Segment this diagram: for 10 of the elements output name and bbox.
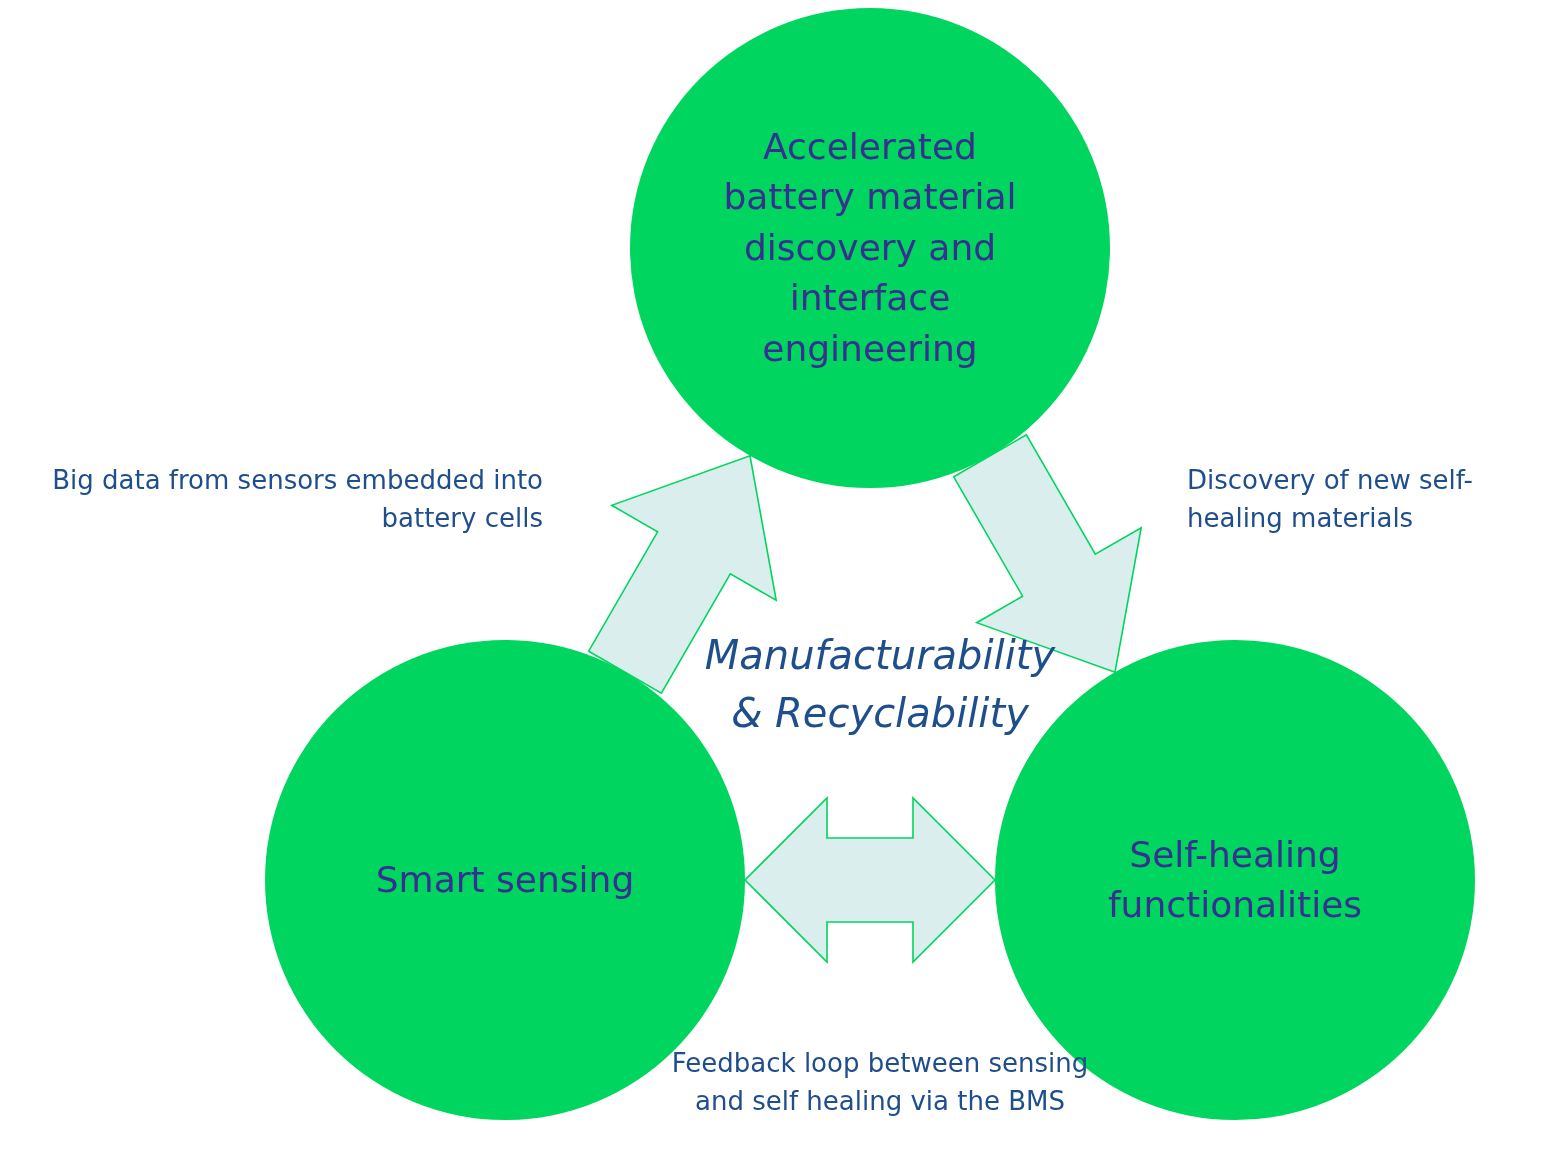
block-arrow [952, 433, 1143, 674]
note-text: Feedback loop between sensing and self healing via the BMS [670, 1047, 1090, 1118]
node-text: Self-healing functionalities [1106, 832, 1364, 927]
block-arrow [587, 454, 778, 695]
note-text: Discovery of new self-healing materials [1187, 464, 1474, 535]
node-text: Smart sensing [375, 857, 635, 902]
note-text: Big data from sensors embedded into battery cells [51, 464, 543, 535]
double-block-arrow [743, 796, 997, 964]
center-note: Manufacturability & Recyclability [703, 631, 1057, 738]
node-text: Accelerated battery material discovery and interface engineering [722, 125, 1018, 371]
